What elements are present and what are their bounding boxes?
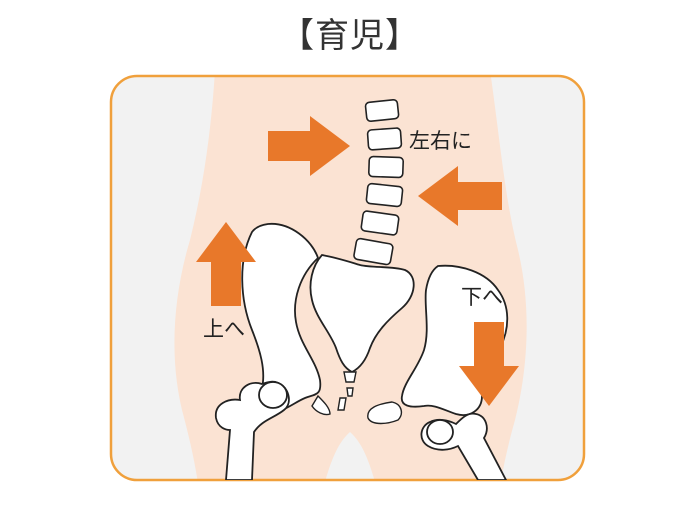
pubic-bone-right	[367, 401, 403, 425]
left-hip-bone	[241, 223, 322, 413]
vertebra	[365, 182, 404, 208]
arrow-down-icon	[459, 322, 519, 406]
right-femoral-head	[426, 419, 454, 445]
frame-border	[109, 74, 586, 482]
vertebrae	[353, 98, 405, 266]
arrow-right-icon	[268, 116, 350, 176]
coccyx	[343, 371, 357, 397]
page-title: 【育児】	[280, 16, 420, 56]
left-femoral-head	[258, 381, 288, 409]
label-left-right: 左右に	[409, 129, 472, 153]
arrow-up-icon	[196, 222, 256, 306]
pubic-bone-left	[311, 394, 331, 416]
vertebra	[366, 127, 403, 151]
vertebra	[367, 155, 405, 179]
sacrum	[309, 254, 415, 374]
vertebra	[353, 237, 394, 266]
label-up: 上へ	[203, 317, 245, 341]
arrow-left-icon	[418, 166, 502, 226]
pubic-bone-center	[337, 397, 347, 411]
vertebra	[364, 98, 400, 123]
vertebra	[360, 210, 400, 236]
label-down: 下へ	[461, 285, 503, 309]
